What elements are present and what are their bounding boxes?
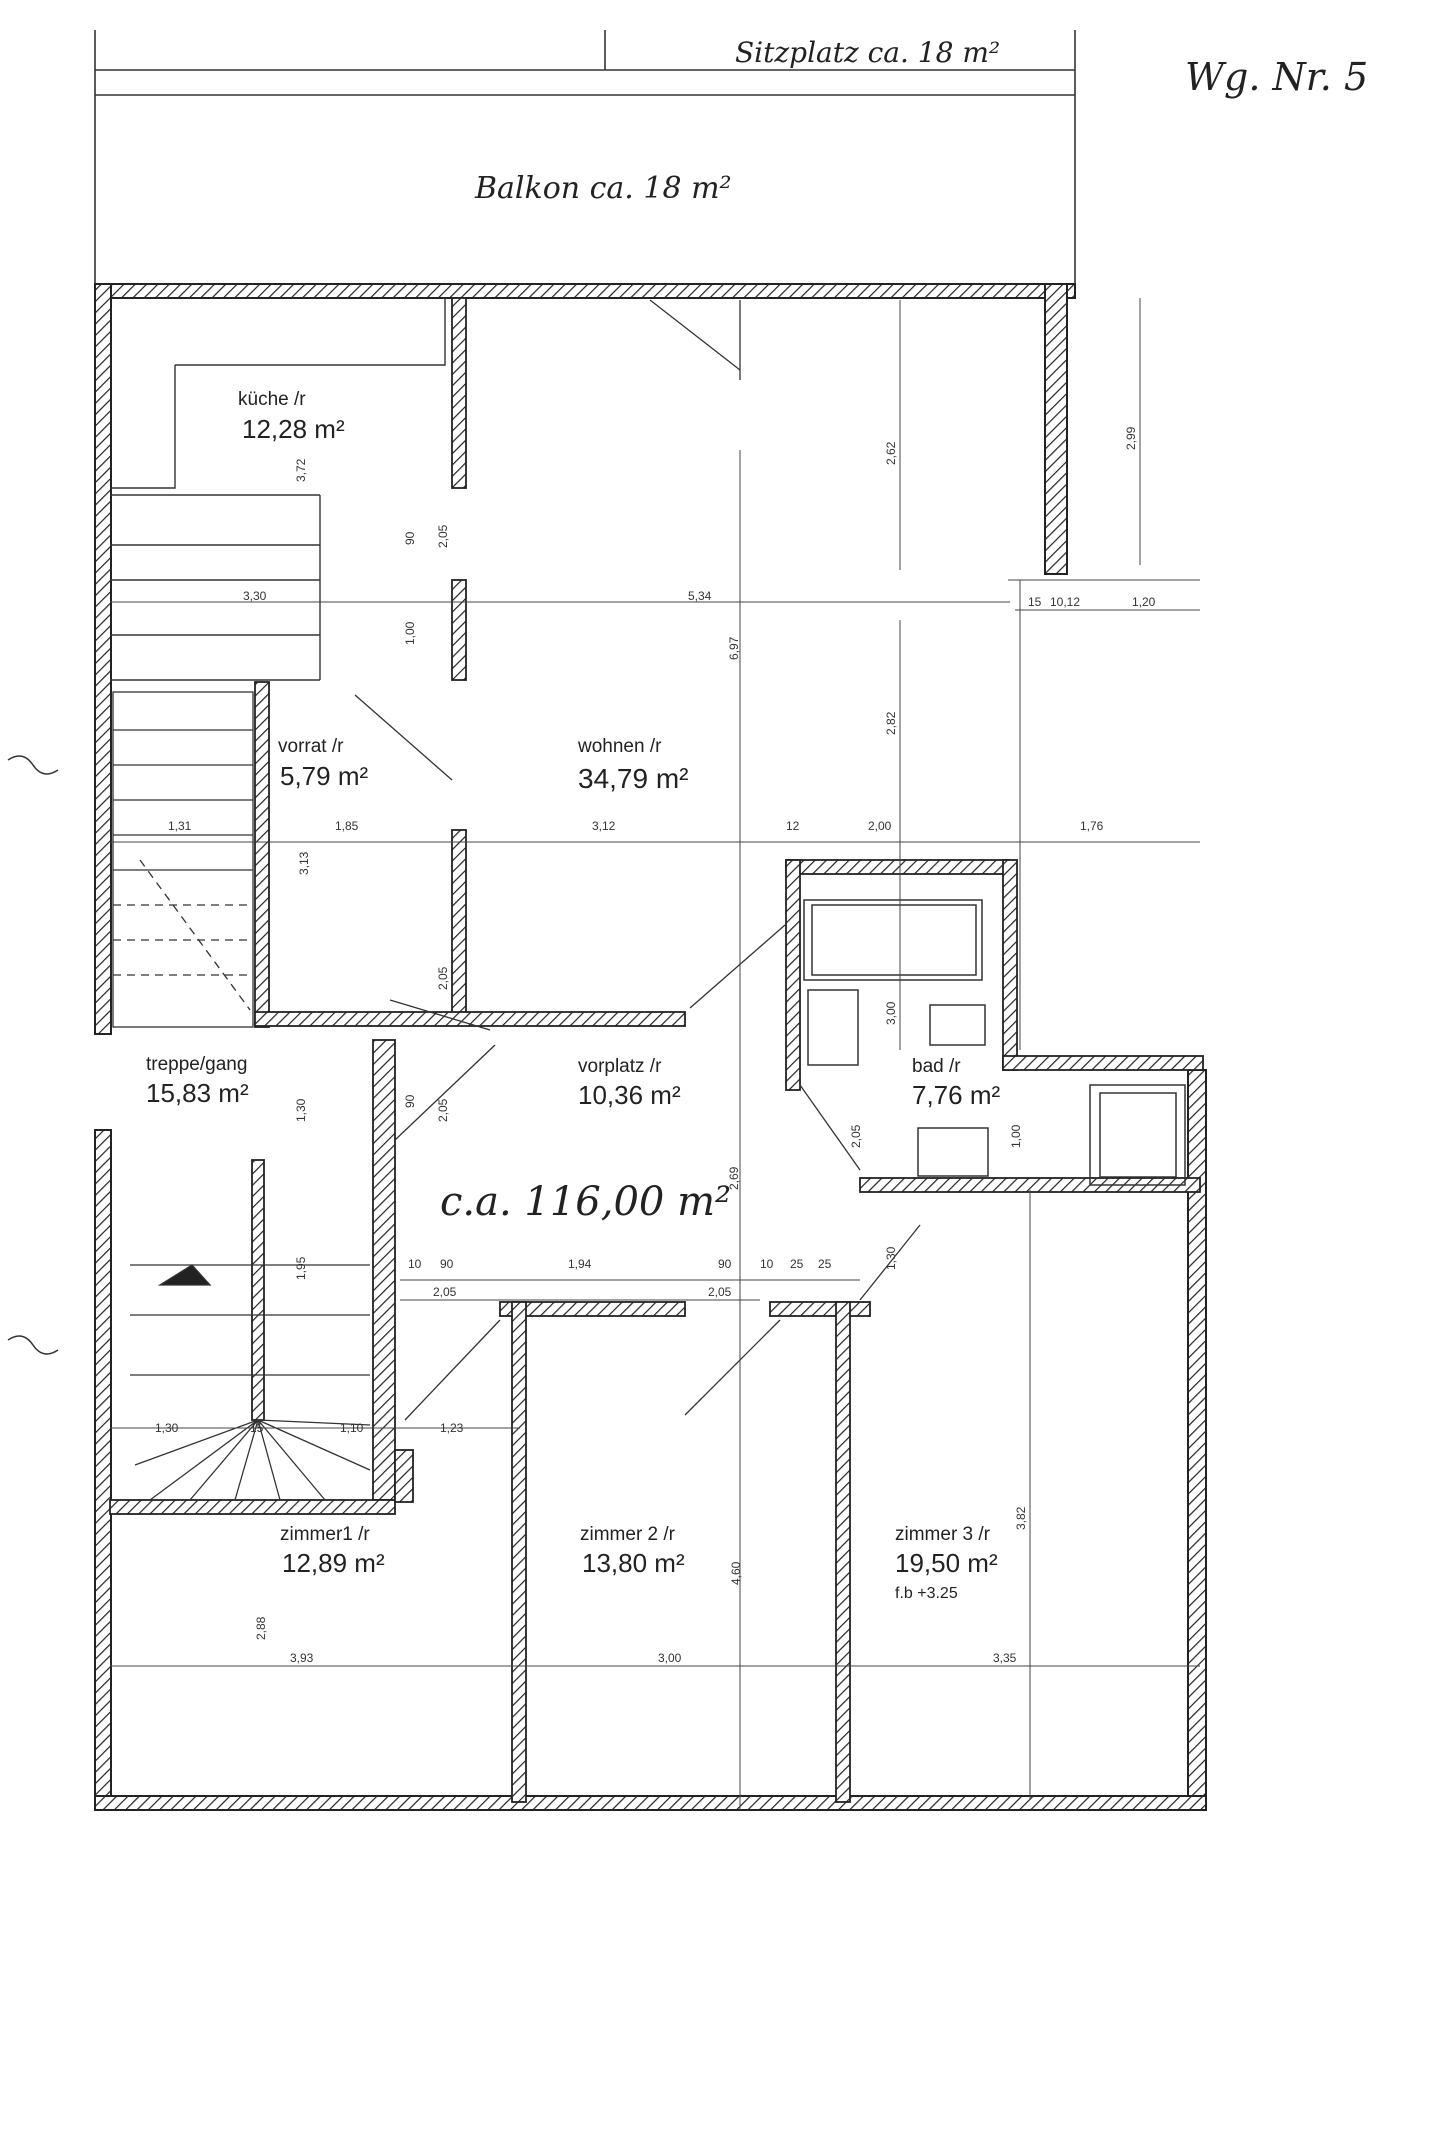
apartment-number: Wg. Nr. 5 xyxy=(1185,55,1368,99)
dim-1-94: 1,94 xyxy=(568,1257,592,1271)
dim-3-00: 3,00 xyxy=(658,1651,682,1665)
room-area-vorrat: 5,79 m² xyxy=(280,761,368,791)
room-name-zimmer3: zimmer 3 /r xyxy=(895,1524,991,1545)
dim-v-1-30-b: 1,30 xyxy=(884,1246,898,1270)
dim-v-90-b: 90 xyxy=(403,1094,417,1108)
room-area-kueche: 12,28 m² xyxy=(242,414,345,444)
room-name-zimmer1: zimmer1 /r xyxy=(280,1524,370,1545)
dim-v-2-82: 2,82 xyxy=(884,711,898,735)
dim-v-2-69: 2,69 xyxy=(727,1166,741,1190)
dim-v-4-60: 4,60 xyxy=(729,1561,743,1585)
dimension-texts-horizontal: 3,30 5,34 15 10,12 1,20 1,31 1,85 3,12 1… xyxy=(155,589,1156,1665)
dim-v-2-05-d: 2,05 xyxy=(436,1098,450,1122)
dim-v-6-97: 6,97 xyxy=(727,636,741,660)
dim-2-00: 2,00 xyxy=(868,819,892,833)
dim-3-12: 3,12 xyxy=(592,819,616,833)
dim-90-right: 90 xyxy=(718,1257,732,1271)
dim-3-30: 3,30 xyxy=(243,589,267,603)
dim-v-1-95: 1,95 xyxy=(294,1256,308,1280)
room-area-zimmer2: 13,80 m² xyxy=(582,1548,685,1578)
door-swings xyxy=(354,299,921,1421)
room-area-wohnen: 34,79 m² xyxy=(578,763,689,794)
dim-v-3-00: 3,00 xyxy=(884,1001,898,1025)
margin-marks xyxy=(7,755,59,1355)
dim-25-a: 25 xyxy=(790,1257,804,1271)
interior-walls xyxy=(109,297,1204,1803)
room-area-vorplatz: 10,36 m² xyxy=(578,1080,681,1110)
dim-25-b: 25 xyxy=(818,1257,832,1271)
dim-v-1-00-a: 1,00 xyxy=(403,621,417,645)
dim-10-left: 10 xyxy=(408,1257,422,1271)
room-note-zimmer3: f.b +3.25 xyxy=(895,1585,958,1602)
dim-3-93: 3,93 xyxy=(290,1651,314,1665)
dim-1-30: 1,30 xyxy=(155,1421,179,1435)
dim-v-2-62: 2,62 xyxy=(884,441,898,465)
room-name-vorrat: vorrat /r xyxy=(278,736,344,757)
dim-90-left: 90 xyxy=(440,1257,454,1271)
room-name-zimmer2: zimmer 2 /r xyxy=(580,1524,676,1545)
exterior-walls xyxy=(94,283,1207,1811)
room-area-bad: 7,76 m² xyxy=(912,1080,1000,1110)
dim-15: 15 xyxy=(1028,595,1042,609)
dim-2-05-right: 2,05 xyxy=(708,1285,732,1299)
dim-5-34: 5,34 xyxy=(688,589,712,603)
balkon-label: Balkon ca. 18 m² xyxy=(474,171,732,206)
bath-fixtures xyxy=(803,899,1186,1186)
dim-3-35: 3,35 xyxy=(993,1651,1017,1665)
dim-10-12: 10,12 xyxy=(1050,595,1080,609)
dim-v-2-88: 2,88 xyxy=(254,1616,268,1640)
sitzplatz-label: Sitzplatz ca. 18 m² xyxy=(735,36,1000,69)
dim-1-20: 1,20 xyxy=(1132,595,1156,609)
kitchen-fixtures xyxy=(110,298,446,681)
room-name-treppe: treppe/gang xyxy=(146,1054,247,1075)
room-labels: küche /r 12,28 m² vorrat /r 5,79 m² wohn… xyxy=(146,389,1000,1602)
dim-12: 12 xyxy=(786,819,800,833)
dim-10-right: 10 xyxy=(760,1257,774,1271)
room-name-vorplatz: vorplatz /r xyxy=(578,1056,662,1077)
dim-1-10: 1,10 xyxy=(340,1421,364,1435)
dim-v-2-05-b: 2,05 xyxy=(849,1124,863,1148)
dim-v-2-05-a: 2,05 xyxy=(436,524,450,548)
dim-v-3-82: 3,82 xyxy=(1014,1506,1028,1530)
staircase xyxy=(112,691,371,1501)
dim-v-3-72: 3,72 xyxy=(294,458,308,482)
room-name-kueche: küche /r xyxy=(238,389,306,410)
dim-v-1-00-b: 1,00 xyxy=(1009,1124,1023,1148)
room-name-bad: bad /r xyxy=(912,1056,961,1077)
total-area-label: c.a. 116,00 m² xyxy=(440,1179,731,1225)
dim-1-31: 1,31 xyxy=(168,819,192,833)
dim-v-2-05-c: 2,05 xyxy=(436,966,450,990)
dim-v-90-a: 90 xyxy=(403,531,417,545)
dim-v-3-13: 3,13 xyxy=(297,851,311,875)
room-name-wohnen: wohnen /r xyxy=(577,736,662,757)
dim-v-2-99: 2,99 xyxy=(1124,426,1138,450)
balcony-area xyxy=(94,30,1076,285)
room-area-treppe: 15,83 m² xyxy=(146,1078,249,1108)
dim-1-85: 1,85 xyxy=(335,819,359,833)
dimension-lines xyxy=(110,298,1200,1810)
room-area-zimmer1: 12,89 m² xyxy=(282,1548,385,1578)
dim-v-1-30: 1,30 xyxy=(294,1098,308,1122)
dim-15-stair: 15 xyxy=(250,1421,264,1435)
annotations: Wg. Nr. 5 Sitzplatz ca. 18 m² Balkon ca.… xyxy=(440,36,1368,1225)
dim-1-76: 1,76 xyxy=(1080,819,1104,833)
dim-2-05-left: 2,05 xyxy=(433,1285,457,1299)
dimension-texts-vertical: 2,99 2,62 2,82 6,97 3,72 2,05 90 1,00 3,… xyxy=(254,426,1138,1640)
dim-1-23: 1,23 xyxy=(440,1421,464,1435)
room-area-zimmer3: 19,50 m² xyxy=(895,1548,998,1578)
